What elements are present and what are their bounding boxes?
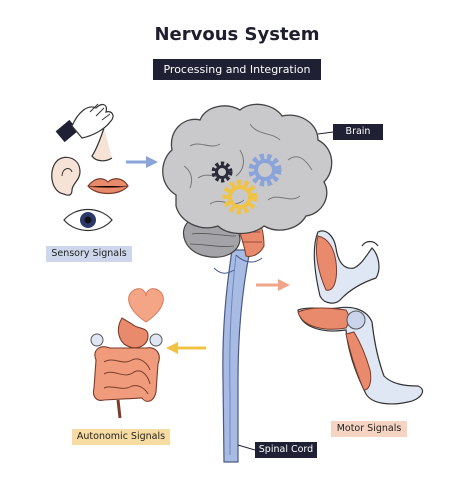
diagram-title: Nervous System — [154, 24, 320, 45]
heart-icon — [128, 288, 164, 323]
label-sensory-signals: Sensory Signals — [46, 246, 132, 262]
label-spinal-cord: Spinal Cord — [255, 442, 317, 458]
arrow-sensory-to-brain — [126, 156, 158, 168]
digestive-system-icon — [90, 317, 163, 419]
diagram-subtitle: Processing and Integration — [153, 59, 321, 80]
arrow-brain-to-autonomic — [166, 342, 206, 354]
nose-icon — [91, 127, 113, 162]
gear-dark-icon — [211, 161, 233, 183]
ear-icon — [51, 156, 81, 196]
eye-icon — [63, 208, 113, 232]
arrow-brain-to-motor — [256, 279, 290, 291]
label-brain: Brain — [333, 124, 383, 140]
label-motor-signals: Motor Signals — [331, 421, 407, 437]
brain — [162, 103, 333, 235]
gear-yellow-icon — [222, 179, 258, 215]
hand-touch-icon — [55, 103, 114, 143]
label-autonomic-signals: Autonomic Signals — [72, 429, 170, 445]
leg-muscle-icon — [297, 306, 423, 405]
arm-muscle-icon — [313, 230, 380, 304]
spinal-cord — [213, 249, 263, 463]
gear-blue-icon — [248, 153, 282, 187]
lips-icon — [87, 178, 129, 195]
